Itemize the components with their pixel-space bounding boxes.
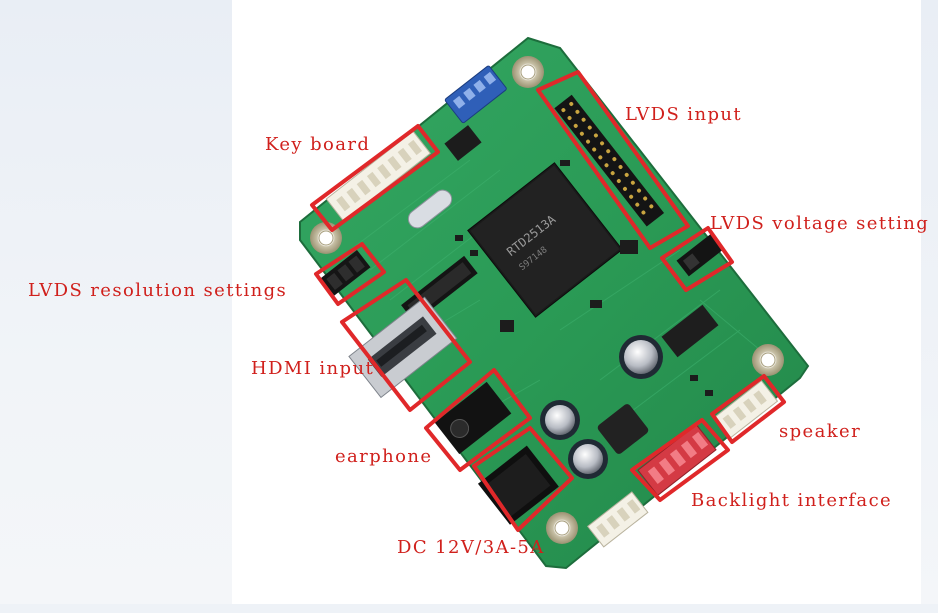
dc-jack — [477, 445, 559, 525]
right-background-panel — [921, 0, 938, 613]
hdmi-port — [348, 296, 458, 399]
small-ic-top — [444, 125, 482, 161]
label-dc-power: DC 12V/3A-5A — [397, 537, 545, 558]
highlight-hdmi — [340, 278, 472, 412]
label-key-board: Key board — [265, 134, 371, 155]
pcb-traces — [349, 159, 761, 471]
smd-components — [455, 160, 713, 396]
bottom-background-strip — [0, 604, 938, 613]
highlight-dc — [472, 426, 574, 532]
label-speaker: speaker — [779, 421, 862, 442]
label-backlight: Backlight interface — [691, 490, 893, 511]
backlight-connector — [637, 423, 717, 497]
label-lvds-resolution: LVDS resolution settings — [28, 280, 288, 301]
voltage-jumper — [676, 233, 724, 277]
highlight-earphone — [424, 368, 532, 472]
earphone-jack — [434, 381, 512, 455]
keyboard-connector — [325, 130, 431, 222]
blue-connector — [444, 65, 507, 124]
audio-amp-ic — [661, 304, 719, 358]
highlight-lvds-input — [536, 70, 690, 250]
main-chip: RTD2513A S97148 — [467, 162, 623, 318]
speaker-connector — [713, 379, 779, 439]
label-earphone: earphone — [335, 446, 433, 467]
highlight-keyboard — [310, 124, 440, 232]
highlight-speaker — [710, 374, 786, 444]
label-lvds-input: LVDS input — [625, 104, 742, 125]
lvds-pin-header — [554, 94, 665, 227]
label-hdmi-input: HDMI input — [251, 358, 375, 379]
highlight-backlight — [630, 418, 730, 502]
capacitors — [540, 335, 663, 479]
resolution-jumpers — [320, 249, 371, 296]
highlight-resolution — [314, 242, 386, 306]
highlight-lvds-voltage — [660, 226, 734, 292]
inductor — [597, 404, 649, 454]
crystal-oscillator — [407, 189, 453, 229]
left-background-panel — [0, 0, 232, 613]
highlight-boxes — [310, 70, 786, 532]
mounting-holes — [310, 56, 784, 544]
bottom-connector — [587, 491, 649, 548]
label-lvds-voltage: LVDS voltage setting — [710, 213, 930, 234]
